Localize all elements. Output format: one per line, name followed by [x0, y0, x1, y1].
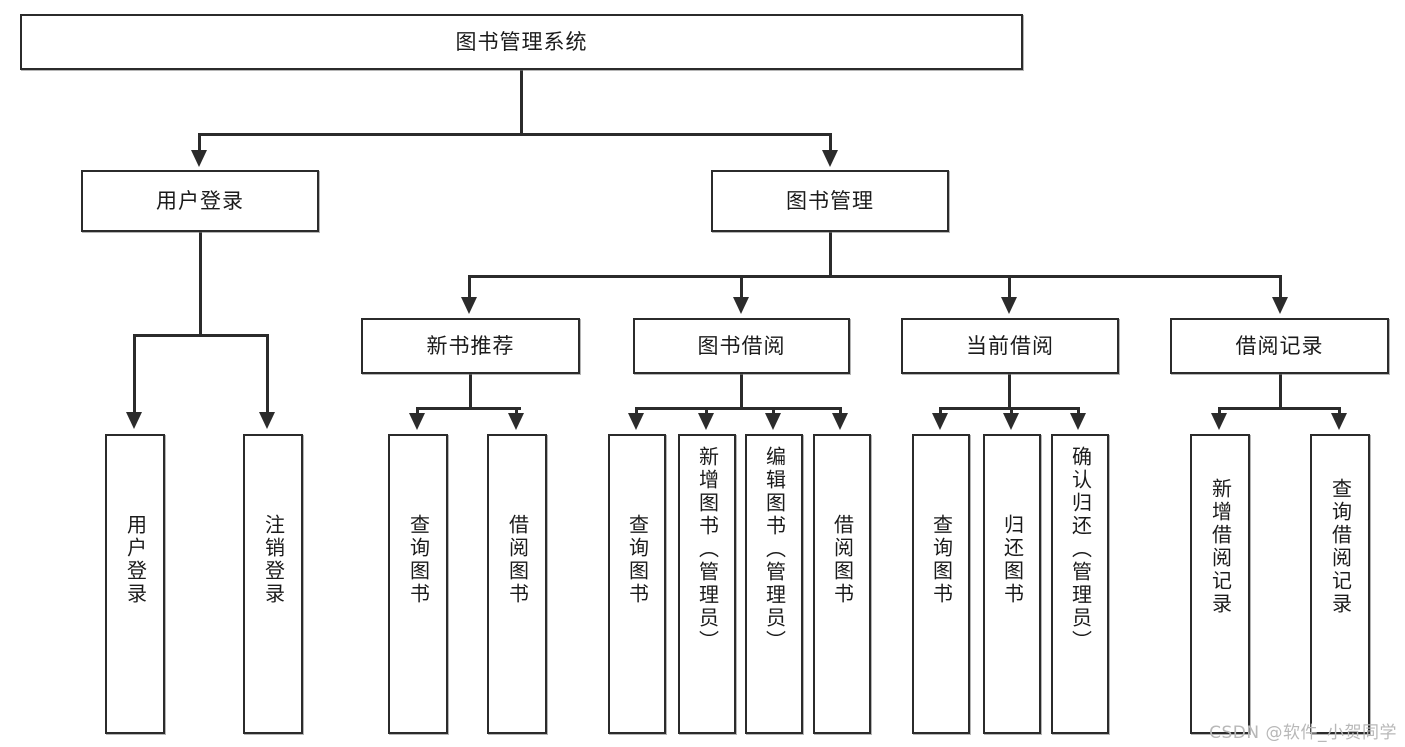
connector-cb-drop-3: [1077, 407, 1080, 415]
arrow-to-leaf-user-login: [126, 412, 142, 429]
connector-bb-drop-2: [705, 407, 708, 415]
arrow-to-leaf-bb-borrow-book: [832, 413, 848, 430]
connector-root-drop-right: [829, 133, 832, 153]
arrow-to-leaf-bb-add-book: [698, 413, 714, 430]
connector-br-stem: [1279, 374, 1282, 410]
node-user-login-label: 用户登录: [156, 188, 244, 213]
node-leaf-bb-add-book-label: 新增图书（管理员）: [695, 446, 720, 653]
node-borrow-record[interactable]: 借阅记录: [1170, 318, 1389, 374]
node-book-borrow-label: 图书借阅: [697, 333, 786, 358]
node-book-borrow[interactable]: 图书借阅: [633, 318, 850, 374]
node-book-manage[interactable]: 图书管理: [711, 170, 949, 232]
connector-user-login-bus: [133, 334, 269, 337]
node-leaf-bb-borrow-book[interactable]: 借阅图书: [813, 434, 871, 734]
arrow-to-book-manage: [822, 150, 838, 167]
node-leaf-rec-query-book[interactable]: 查询图书: [388, 434, 448, 734]
arrow-to-leaf-rec-query-book: [409, 413, 425, 430]
node-leaf-bb-add-book[interactable]: 新增图书（管理员）: [678, 434, 736, 734]
node-root[interactable]: 图书管理系统: [20, 14, 1023, 70]
node-leaf-cb-return-book-label: 归还图书: [1000, 514, 1025, 606]
connector-cb-drop-1: [939, 407, 942, 415]
connector-user-login-drop-1: [133, 334, 136, 414]
node-current-borrow[interactable]: 当前借阅: [901, 318, 1119, 374]
connector-bm-drop-3: [1008, 275, 1011, 299]
arrow-to-new-book-rec: [461, 297, 477, 314]
node-leaf-rec-query-book-label: 查询图书: [406, 514, 431, 606]
connector-bm-drop-1: [468, 275, 471, 299]
arrow-to-leaf-br-query-record: [1331, 413, 1347, 430]
connector-bb-drop-1: [635, 407, 638, 415]
node-leaf-bb-borrow-book-label: 借阅图书: [830, 514, 855, 606]
node-leaf-bb-edit-book-label: 编辑图书（管理员）: [762, 446, 787, 653]
arrow-to-user-login: [191, 150, 207, 167]
node-leaf-bb-query-book[interactable]: 查询图书: [608, 434, 666, 734]
connector-root-drop-left: [198, 133, 201, 153]
arrow-to-leaf-bb-edit-book: [765, 413, 781, 430]
node-leaf-bb-query-book-label: 查询图书: [625, 514, 650, 606]
connector-br-drop-1: [1218, 407, 1221, 415]
csdn-watermark: CSDN @软件_小贺同学: [1209, 723, 1397, 743]
node-leaf-br-query-record-label: 查询借阅记录: [1328, 478, 1353, 616]
connector-bb-drop-4: [839, 407, 842, 415]
connector-root-stem: [520, 70, 523, 136]
connector-nbr-bus: [416, 407, 521, 410]
connector-cb-stem: [1008, 374, 1011, 410]
node-new-book-rec[interactable]: 新书推荐: [361, 318, 580, 374]
connector-nbr-drop-1: [416, 407, 419, 415]
arrow-to-leaf-user-logout: [259, 412, 275, 429]
node-leaf-cb-return-book[interactable]: 归还图书: [983, 434, 1041, 734]
connector-nbr-drop-2: [515, 407, 518, 415]
connector-root-bus: [198, 133, 832, 136]
node-leaf-user-login-label: 用户登录: [123, 514, 148, 606]
connector-nbr-stem: [469, 374, 472, 410]
arrow-to-book-borrow: [733, 297, 749, 314]
arrow-to-leaf-cb-confirm-return: [1070, 413, 1086, 430]
connector-br-bus: [1218, 407, 1340, 410]
connector-user-login-stem: [199, 232, 202, 336]
arrow-to-leaf-br-add-record: [1211, 413, 1227, 430]
arrow-to-leaf-bb-query-book: [628, 413, 644, 430]
arrow-to-current-borrow: [1001, 297, 1017, 314]
node-leaf-br-add-record-label: 新增借阅记录: [1208, 478, 1233, 616]
node-current-borrow-label: 当前借阅: [966, 333, 1054, 358]
node-book-manage-label: 图书管理: [786, 188, 874, 213]
connector-book-manage-bus: [468, 275, 1282, 278]
node-leaf-user-login[interactable]: 用户登录: [105, 434, 165, 734]
node-root-label: 图书管理系统: [455, 29, 588, 54]
node-leaf-rec-borrow-book[interactable]: 借阅图书: [487, 434, 547, 734]
connector-book-manage-stem: [829, 232, 832, 278]
node-leaf-cb-query-book[interactable]: 查询图书: [912, 434, 970, 734]
node-leaf-br-query-record[interactable]: 查询借阅记录: [1310, 434, 1370, 734]
connector-bm-drop-2: [740, 275, 743, 299]
node-leaf-cb-query-book-label: 查询图书: [929, 514, 954, 606]
connector-cb-bus: [939, 407, 1079, 410]
node-borrow-record-label: 借阅记录: [1235, 333, 1324, 358]
connector-bb-drop-3: [772, 407, 775, 415]
arrow-to-leaf-cb-return-book: [1003, 413, 1019, 430]
node-user-login[interactable]: 用户登录: [81, 170, 319, 232]
connector-user-login-drop-2: [266, 334, 269, 414]
node-leaf-user-logout[interactable]: 注销登录: [243, 434, 303, 734]
node-new-book-rec-label: 新书推荐: [426, 333, 515, 358]
node-leaf-cb-confirm-return[interactable]: 确认归还（管理员）: [1051, 434, 1109, 734]
connector-bm-drop-4: [1279, 275, 1282, 299]
arrow-to-leaf-rec-borrow-book: [508, 413, 524, 430]
node-leaf-br-add-record[interactable]: 新增借阅记录: [1190, 434, 1250, 734]
node-leaf-cb-confirm-return-label: 确认归还（管理员）: [1068, 446, 1093, 653]
node-leaf-user-logout-label: 注销登录: [261, 514, 286, 606]
node-leaf-bb-edit-book[interactable]: 编辑图书（管理员）: [745, 434, 803, 734]
arrow-to-leaf-cb-query-book: [932, 413, 948, 430]
connector-bb-bus: [635, 407, 842, 410]
node-leaf-rec-borrow-book-label: 借阅图书: [505, 514, 530, 606]
connector-br-drop-2: [1338, 407, 1341, 415]
arrow-to-borrow-record: [1272, 297, 1288, 314]
connector-bb-stem: [740, 374, 743, 410]
connector-cb-drop-2: [1010, 407, 1013, 415]
